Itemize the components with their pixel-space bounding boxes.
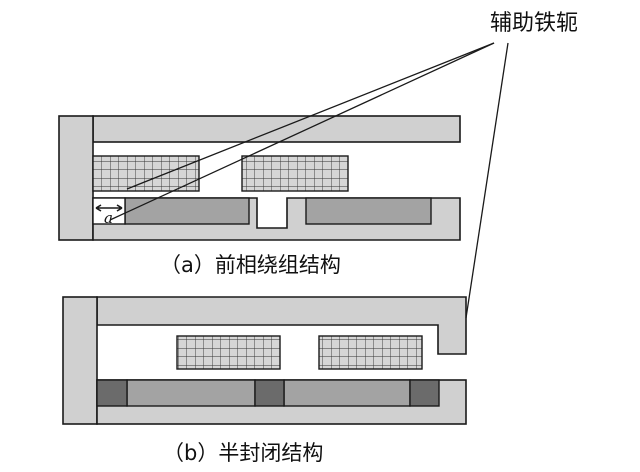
b-coil-left bbox=[176, 335, 281, 370]
diagram-a: a （a）前相绕组结构 bbox=[58, 115, 461, 277]
b-dark-magnet-2 bbox=[254, 379, 285, 407]
callout-label: 辅助铁轭 bbox=[490, 11, 578, 36]
a-magnet-right bbox=[305, 197, 432, 225]
a-gap-symbol: a bbox=[104, 209, 113, 227]
b-dark-magnet-1 bbox=[96, 379, 128, 407]
b-dark-magnet-3 bbox=[409, 379, 440, 407]
b-magnet-left bbox=[126, 379, 256, 407]
b-caption: （b）半封闭结构 bbox=[163, 441, 323, 465]
b-magnet-right bbox=[283, 379, 411, 407]
b-left-yoke bbox=[62, 296, 98, 425]
callout-leader-a bbox=[126, 42, 495, 190]
callout-leader-b bbox=[465, 42, 509, 319]
b-coil-right bbox=[318, 335, 423, 370]
diagram-b: （b）半封闭结构 bbox=[62, 296, 467, 465]
a-coil-right bbox=[241, 155, 349, 192]
a-caption: （a）前相绕组结构 bbox=[160, 253, 341, 277]
a-left-yoke bbox=[58, 115, 94, 241]
a-magnet-left bbox=[124, 197, 250, 225]
a-gap-box bbox=[92, 197, 126, 225]
a-coil-left bbox=[92, 155, 200, 192]
a-gap-arrow bbox=[95, 204, 123, 212]
callout-leader-a2 bbox=[109, 42, 495, 221]
callout: 辅助铁轭 bbox=[109, 11, 578, 319]
